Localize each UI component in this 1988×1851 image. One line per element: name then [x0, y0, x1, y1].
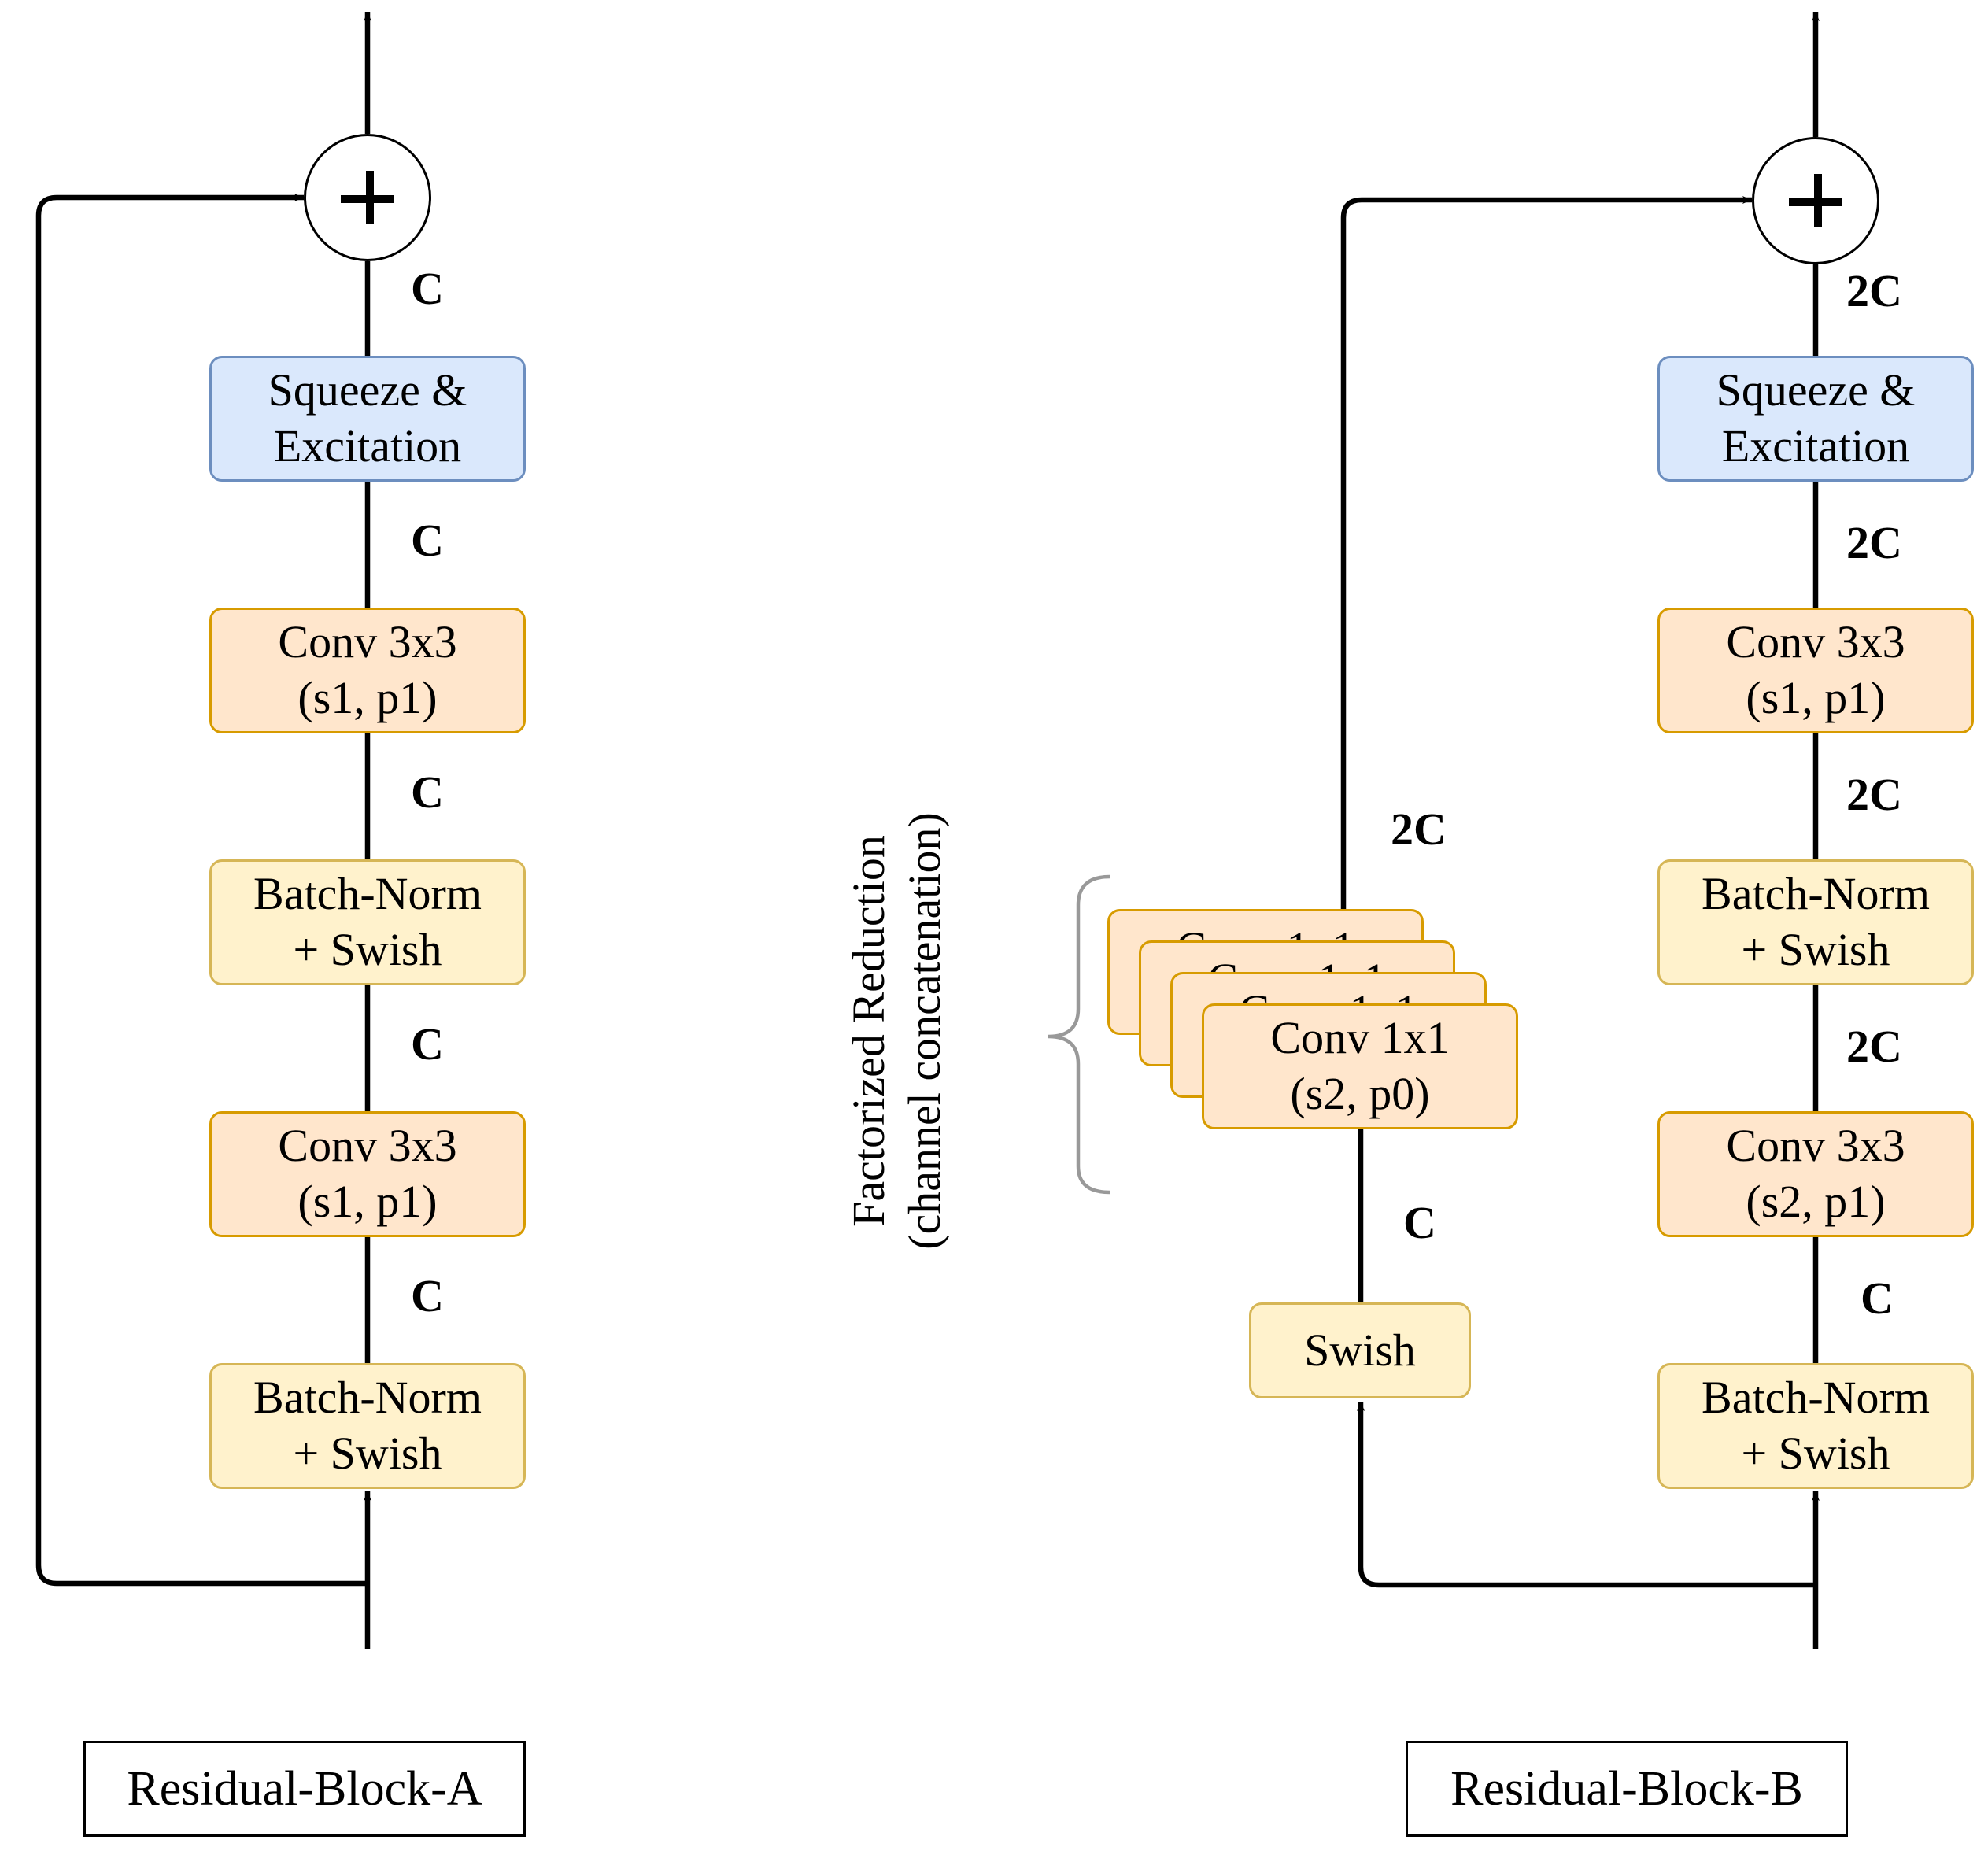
b-bn-mid-line2: + Swish — [1741, 924, 1890, 975]
b-skip-channel-above: 2C — [1391, 804, 1447, 855]
a-channel-label: C — [411, 515, 444, 566]
b-conv-3x3-top: Conv 3x3 (s1, p1) — [1657, 608, 1974, 733]
a-se-line2: Excitation — [273, 420, 462, 471]
b-skip-channel-below: C — [1403, 1197, 1436, 1248]
b-squeeze-excitation: Squeeze & Excitation — [1657, 356, 1974, 482]
factorized-label-line1: Factorized Reduction — [843, 835, 895, 1227]
a-conv-top-line1: Conv 3x3 — [278, 616, 457, 668]
a-plus-icon-v — [366, 171, 374, 224]
b-conv-front-line1: Conv 1x1 — [1270, 1012, 1450, 1064]
a-conv-3x3-bottom: Conv 3x3 (s1, p1) — [209, 1111, 526, 1237]
a-batchnorm-swish-bottom: Batch-Norm + Swish — [209, 1363, 526, 1489]
a-sum-node — [304, 134, 431, 261]
a-channel-label: C — [411, 1270, 444, 1321]
a-bn-mid-line1: Batch-Norm — [253, 868, 482, 920]
b-wire-conv-to-sum — [1340, 196, 1752, 909]
a-conv-bottom-line1: Conv 3x3 — [278, 1120, 457, 1172]
b-conv-bottom-line1: Conv 3x3 — [1726, 1120, 1905, 1172]
a-channel-label: C — [411, 263, 444, 314]
a-bn-bottom-line1: Batch-Norm — [253, 1372, 482, 1424]
a-wire-skip — [35, 194, 368, 1587]
a-bn-mid-line2: + Swish — [293, 924, 442, 975]
b-channel-label: 2C — [1846, 517, 1902, 568]
b-conv-top-line1: Conv 3x3 — [1726, 616, 1905, 668]
b-se-line1: Squeeze & — [1716, 364, 1916, 416]
a-conv-bottom-line2: (s1, p1) — [297, 1176, 438, 1227]
b-plus-icon-v — [1814, 174, 1822, 227]
a-channel-label: C — [411, 767, 444, 818]
b-swish-label: Swish — [1304, 1324, 1416, 1376]
a-conv-top-line2: (s1, p1) — [297, 672, 438, 723]
factorized-reduction-label: Factorized Reduction (channel concatenat… — [818, 779, 976, 1283]
factorized-label-line2: (channel concatenation) — [899, 812, 950, 1250]
b-conv-bottom-line2: (s2, p1) — [1746, 1176, 1886, 1227]
a-bn-bottom-line2: + Swish — [293, 1428, 442, 1479]
b-bn-mid-line1: Batch-Norm — [1702, 868, 1930, 920]
b-block-title: Residual-Block-B — [1406, 1741, 1848, 1837]
a-conv-3x3-top: Conv 3x3 (s1, p1) — [209, 608, 526, 733]
a-se-line1: Squeeze & — [268, 364, 467, 416]
b-bn-bottom-line2: + Swish — [1741, 1428, 1890, 1479]
b-channel-label: 2C — [1846, 769, 1902, 820]
b-swish: Swish — [1249, 1302, 1471, 1398]
a-squeeze-excitation: Squeeze & Excitation — [209, 356, 526, 482]
b-wire-skip-branch — [1357, 1402, 1816, 1588]
b-channel-label: 2C — [1846, 1021, 1902, 1072]
b-se-line2: Excitation — [1721, 420, 1910, 471]
b-conv-3x3-bottom: Conv 3x3 (s2, p1) — [1657, 1111, 1974, 1237]
b-conv-1x1-front: Conv 1x1 (s2, p0) — [1202, 1003, 1518, 1129]
b-channel-label: 2C — [1846, 265, 1902, 316]
b-conv-top-line2: (s1, p1) — [1746, 672, 1886, 723]
b-bn-bottom-line1: Batch-Norm — [1702, 1372, 1930, 1424]
b-conv-front-line2: (s2, p0) — [1290, 1068, 1430, 1119]
b-batchnorm-swish-mid: Batch-Norm + Swish — [1657, 859, 1974, 985]
b-sum-node — [1752, 137, 1879, 264]
a-batchnorm-swish-mid: Batch-Norm + Swish — [209, 859, 526, 985]
factorized-brace — [1048, 874, 1110, 1195]
b-channel-label: C — [1861, 1273, 1894, 1324]
b-batchnorm-swish-bottom: Batch-Norm + Swish — [1657, 1363, 1974, 1489]
a-block-title: Residual-Block-A — [83, 1741, 526, 1837]
a-channel-label: C — [411, 1018, 444, 1070]
